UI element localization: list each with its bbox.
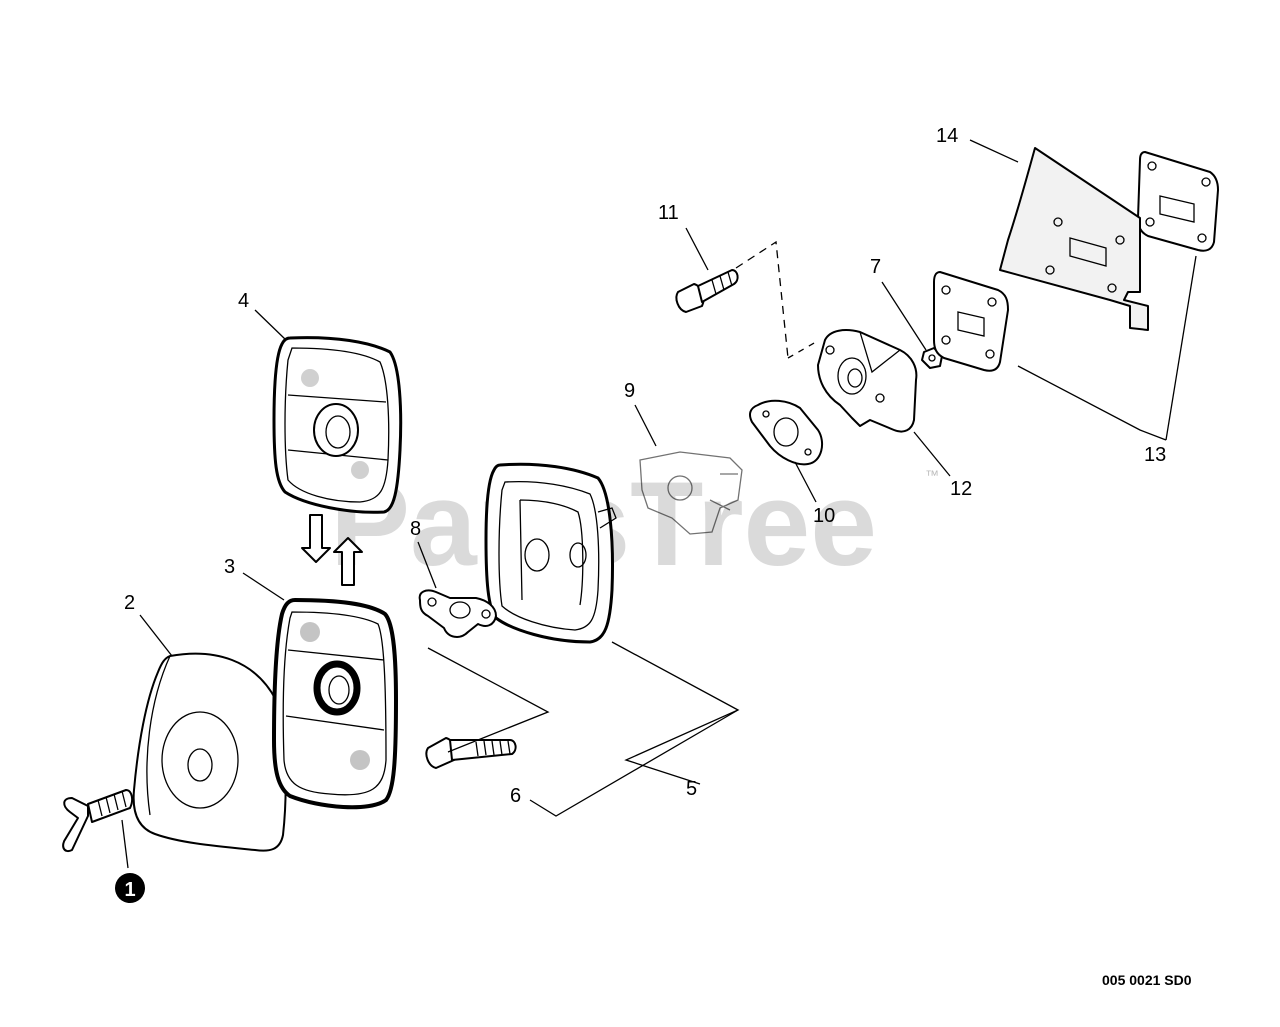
- part-9-carburetor[interactable]: [639, 451, 743, 535]
- callout-13[interactable]: 13: [1144, 444, 1166, 466]
- callout-5[interactable]: 5: [686, 778, 697, 800]
- part-13-gasket-small[interactable]: [933, 271, 1009, 372]
- part-14-heat-shield[interactable]: [999, 147, 1149, 331]
- diagram-code: 005 0021 SD0: [1102, 972, 1192, 988]
- part-3-air-filter[interactable]: [272, 598, 398, 810]
- leader-lines: [121, 139, 1197, 869]
- part-2-air-cleaner-cover[interactable]: [132, 652, 287, 852]
- callout-8[interactable]: 8: [410, 518, 421, 540]
- callout-7[interactable]: 7: [870, 256, 881, 278]
- callout-4[interactable]: 4: [238, 290, 249, 312]
- part-12-insulator[interactable]: [817, 329, 918, 433]
- part-11-bolt[interactable]: [675, 269, 739, 313]
- part-10-gasket[interactable]: [749, 399, 824, 466]
- part-1-wing-bolt[interactable]: [62, 789, 134, 852]
- part-8-bracket[interactable]: [418, 589, 497, 638]
- callout-12[interactable]: 12: [950, 478, 972, 500]
- callout-2[interactable]: 2: [124, 592, 135, 614]
- callout-11[interactable]: 11: [658, 202, 679, 224]
- callout-label: 1: [124, 879, 135, 901]
- callout-3[interactable]: 3: [224, 556, 235, 578]
- callout-1[interactable]: 1: [115, 873, 145, 903]
- part-5-air-cleaner-base[interactable]: [484, 462, 617, 644]
- callout-14[interactable]: 14: [936, 125, 958, 147]
- part-4-filter-foam[interactable]: [272, 336, 403, 514]
- callout-6[interactable]: 6: [510, 785, 521, 807]
- part-13-gasket-large[interactable]: [1137, 151, 1219, 252]
- callout-9[interactable]: 9: [624, 380, 635, 402]
- orientation-arrows: [301, 514, 363, 586]
- watermark-trademark: ™: [925, 467, 939, 483]
- callout-10[interactable]: 10: [813, 505, 835, 527]
